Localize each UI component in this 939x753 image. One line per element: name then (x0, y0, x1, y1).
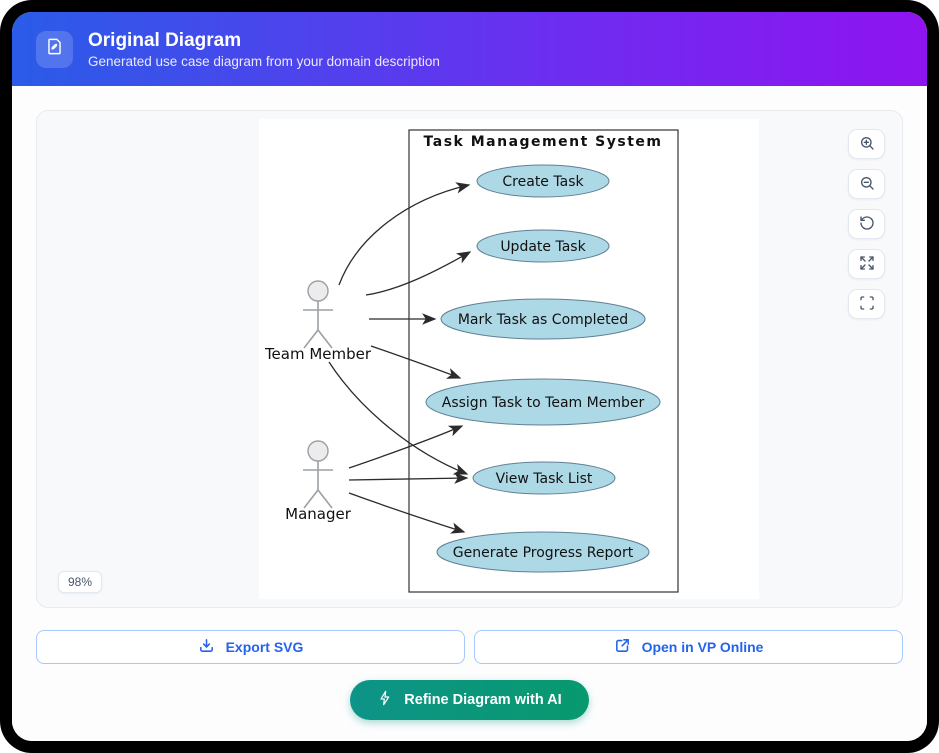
zoom-in-button[interactable] (848, 129, 885, 159)
page-subtitle: Generated use case diagram from your dom… (88, 54, 440, 70)
main-body: Task Management System (12, 86, 927, 741)
refine-row: Refine Diagram with AI (36, 680, 903, 720)
svg-text:View Task List: View Task List (496, 471, 593, 487)
open-vp-online-label: Open in VP Online (641, 639, 764, 655)
actor-team-member: Team Member (264, 280, 372, 363)
assoc-manager-assigntask (348, 425, 464, 469)
association-arrows (328, 182, 472, 534)
refine-diagram-label: Refine Diagram with AI (404, 692, 562, 708)
svg-text:Generate Progress Report: Generate Progress Report (453, 545, 634, 561)
actions-row: Export SVG Open in VP Online (36, 630, 903, 664)
assoc-manager-viewtasklist (348, 472, 469, 484)
external-link-icon (614, 637, 631, 657)
export-svg-button[interactable]: Export SVG (36, 630, 465, 664)
use-case-create-task: Create Task (476, 164, 610, 198)
use-case-diagram: Task Management System (264, 129, 679, 593)
diagram-panel: Task Management System (36, 110, 903, 608)
system-title: Task Management System (424, 134, 663, 150)
canvas-controls (848, 129, 885, 319)
header-banner: Original Diagram Generated use case diag… (12, 12, 927, 86)
fullscreen-button[interactable] (848, 289, 885, 319)
header-text: Original Diagram Generated use case diag… (88, 29, 440, 70)
svg-text:Update Task: Update Task (500, 239, 586, 255)
magnifier-plus-icon (859, 135, 875, 154)
document-edit-icon (45, 37, 64, 61)
lightning-icon (377, 690, 393, 710)
app-card: Original Diagram Generated use case diag… (12, 12, 927, 741)
use-case-assign-task: Assign Task to Team Member (425, 378, 661, 426)
use-case-generate-report: Generate Progress Report (436, 531, 650, 573)
diagram-canvas[interactable]: Task Management System (259, 119, 759, 599)
reset-view-button[interactable] (848, 209, 885, 239)
rotate-ccw-icon (859, 215, 875, 234)
actor-manager: Manager (285, 440, 352, 523)
arrows-out-icon (859, 255, 875, 274)
use-case-update-task: Update Task (476, 229, 610, 263)
download-icon (198, 637, 215, 657)
actor-team-member-label: Team Member (264, 345, 372, 363)
svg-text:Assign Task to Team Member: Assign Task to Team Member (442, 395, 645, 411)
open-vp-online-button[interactable]: Open in VP Online (474, 630, 903, 664)
expand-button[interactable] (848, 249, 885, 279)
system-boundary (408, 129, 679, 593)
export-svg-label: Export SVG (225, 639, 304, 655)
svg-text:Create Task: Create Task (502, 174, 584, 190)
refine-diagram-button[interactable]: Refine Diagram with AI (350, 680, 589, 720)
header-icon-box (36, 30, 73, 68)
use-case-nodes: Create Task Update Task Mark Task as Com… (425, 164, 661, 573)
frame-corners-icon (859, 295, 875, 314)
assoc-teammember-viewtasklist (328, 361, 469, 475)
assoc-teammember-updatetask (365, 251, 472, 296)
use-case-view-task-list: View Task List (472, 461, 616, 495)
assoc-manager-generatereport (348, 492, 466, 534)
zoom-level-badge: 98% (58, 571, 103, 593)
use-case-mark-task-completed: Mark Task as Completed (440, 298, 646, 340)
magnifier-minus-icon (859, 175, 875, 194)
svg-text:Mark Task as Completed: Mark Task as Completed (458, 312, 628, 328)
assoc-teammember-assigntask (370, 345, 462, 379)
page-title: Original Diagram (88, 29, 242, 51)
zoom-out-button[interactable] (848, 169, 885, 199)
assoc-teammember-createtask (338, 182, 471, 286)
actor-manager-label: Manager (285, 505, 352, 523)
